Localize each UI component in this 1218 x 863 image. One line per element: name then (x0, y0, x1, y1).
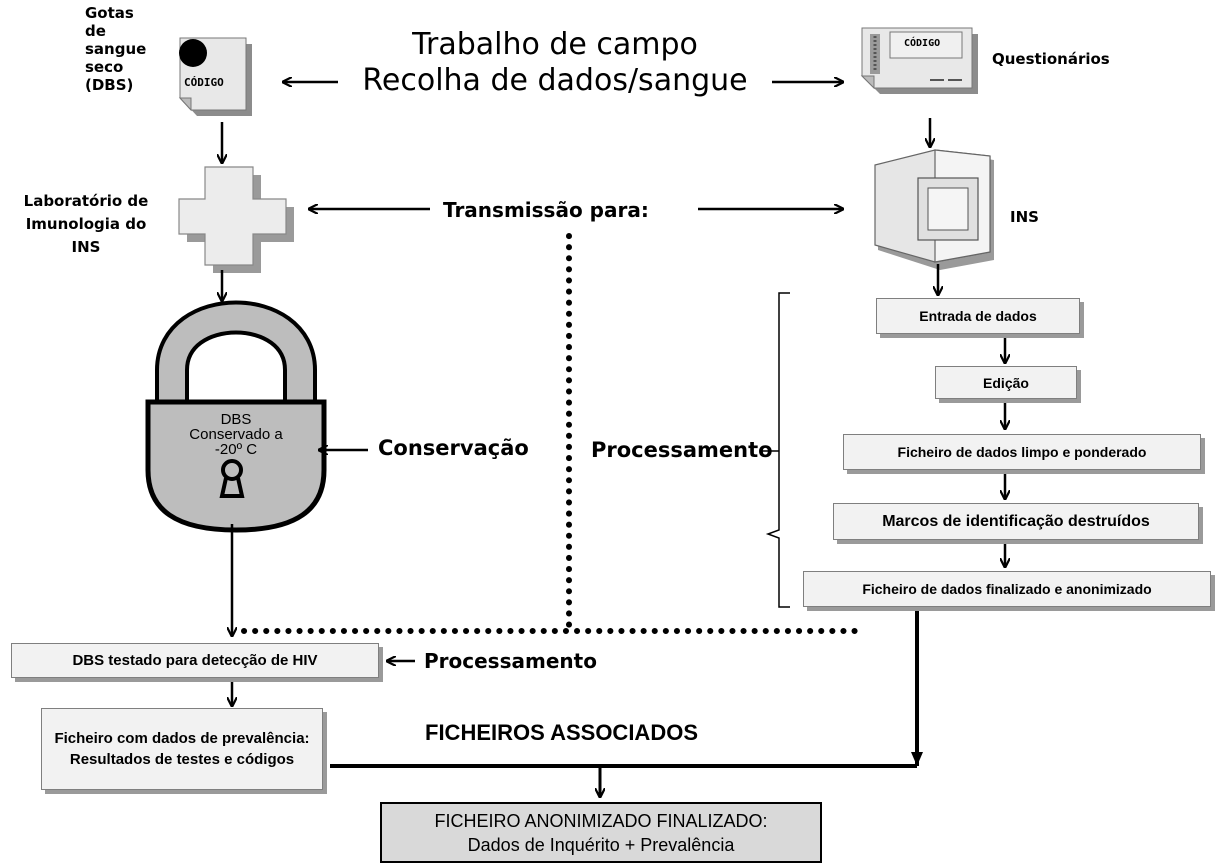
questionnaire-code: CÓDIGO (904, 38, 941, 49)
laboratory-label-line: Laboratório de (23, 192, 149, 210)
associated-files-label: FICHEIROS ASSOCIADOS (425, 720, 698, 745)
dbs-label-line: (DBS) (85, 76, 134, 94)
dbs-label: Gotas de sangue seco (DBS) (85, 4, 165, 94)
step-ids-destroyed: Marcos de identificação destruídos (833, 503, 1199, 540)
header-title-line2: Recolha de dados/sangue (362, 63, 748, 98)
step-data-entry: Entrada de dados (876, 298, 1080, 334)
conservation-label: Conservação (378, 436, 529, 460)
prevalence-file-box: Ficheiro com dados de prevalência: Resul… (41, 708, 323, 790)
lock-text: DBS Conservado a -20º C (166, 412, 306, 457)
dbs-label-line: sangue (85, 40, 147, 58)
step-finalized-file: Ficheiro de dados finalizado e anonimiza… (803, 571, 1211, 607)
header-title: Trabalho de campo Recolha de dados/sangu… (345, 27, 765, 99)
dbs-label-line: de (85, 22, 106, 40)
final-box-line2: Dados de Inquérito + Prevalência (467, 834, 735, 855)
final-anonymized-file-box: FICHEIRO ANONIMIZADO FINALIZADO: Dados d… (380, 802, 822, 863)
computer-monitor-icon (874, 149, 994, 270)
questionnaire-icon (860, 27, 978, 94)
processing-label-bottom: Processamento (424, 649, 597, 673)
processing-label: Processamento (591, 438, 773, 462)
padlock-icon (145, 300, 327, 533)
laboratory-label-line: INS (71, 238, 101, 256)
dbs-label-line: Gotas (85, 4, 134, 22)
dbs-card-code: CÓDIGO (184, 76, 224, 89)
ins-label: INS (1010, 208, 1039, 226)
transmission-label: Transmissão para: (443, 198, 649, 222)
dbs-label-line: seco (85, 58, 124, 76)
step-clean-file: Ficheiro de dados limpo e ponderado (843, 434, 1201, 470)
laboratory-label-line: Imunologia do (25, 215, 147, 233)
lock-text-line: -20º C (214, 441, 258, 458)
header-title-line1: Trabalho de campo (412, 27, 698, 62)
final-box-line1: FICHEIRO ANONIMIZADO FINALIZADO: (434, 810, 768, 831)
blood-card-icon (178, 37, 252, 116)
step-editing: Edição (935, 366, 1077, 399)
questionnaires-label: Questionários (992, 50, 1110, 68)
laboratory-cross-icon (178, 166, 294, 273)
laboratory-label: Laboratório de Imunologia do INS (6, 190, 166, 259)
lock-text-line: DBS (220, 411, 252, 428)
lock-text-line: Conservado a (189, 426, 283, 443)
dbs-tested-box: DBS testado para detecção de HIV (11, 643, 379, 678)
